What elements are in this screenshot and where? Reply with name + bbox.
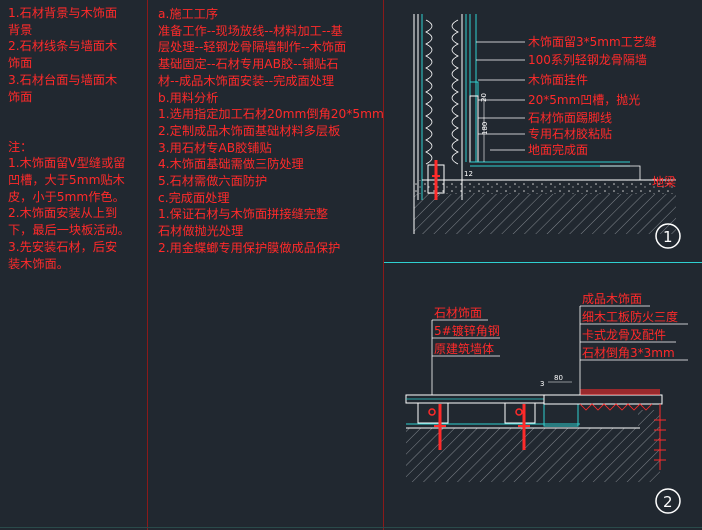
divider-col1 bbox=[147, 0, 148, 530]
angle-steel-2 bbox=[504, 402, 536, 424]
col2-line: 准备工作--现场放线--材料加工--基 bbox=[158, 23, 343, 38]
col1-line: 皮，小于5mm作色。 bbox=[8, 189, 125, 204]
col1-line: 2.木饰面安装从上到 bbox=[8, 206, 118, 221]
label-groove: 20*5mm凹槽，抛光 bbox=[528, 92, 640, 107]
detail-number-circle bbox=[655, 223, 681, 249]
dim-180: 180 bbox=[481, 122, 489, 135]
col2-line: 4.木饰面基础需做三防处理 bbox=[158, 157, 304, 172]
col1-line: 3.石材台面与墙面木 bbox=[8, 72, 118, 87]
label-ground-beam: 地梁 bbox=[652, 174, 676, 189]
col1-line: 饰面 bbox=[8, 56, 33, 71]
veneer bbox=[580, 389, 660, 395]
dim-12: 12 bbox=[464, 170, 473, 178]
col1-line: 注： bbox=[8, 139, 33, 154]
col2-line: 3.用石材专AB胶铺贴 bbox=[158, 140, 272, 155]
process-column: a.施工工序准备工作--现场放线--材料加工--基层处理--轻钢龙骨隔墙制作--… bbox=[148, 0, 384, 530]
col1-line: 1.石材背景与木饰面 bbox=[8, 6, 118, 20]
label-wood-finish: 成品木饰面 bbox=[582, 292, 642, 306]
col1-line: 背景 bbox=[8, 22, 33, 37]
col1-line: 2.石材线条与墙面木 bbox=[8, 39, 118, 54]
col1-line: 1.木饰面留V型缝或留 bbox=[8, 156, 126, 171]
label-angle-steel: 5#镀锌角钢 bbox=[434, 324, 500, 338]
col1-line: 3.先安装石材，后安 bbox=[8, 239, 118, 254]
col2-line: 2.用金蝶螂专用保护膜做成品保护 bbox=[158, 240, 341, 255]
col2-line: c.完成面处理 bbox=[158, 190, 230, 205]
label-keel: 卡式龙骨及配件 bbox=[582, 328, 666, 342]
col2-line: 2.定制成品木饰面基础材料多层板 bbox=[158, 123, 341, 138]
col2-line: 石材做抛光处理 bbox=[158, 224, 244, 239]
col1-line: 凹槽，大于5mm贴木 bbox=[8, 173, 125, 188]
detail-number-2: 2 bbox=[663, 493, 673, 511]
dim-20: 20 bbox=[480, 93, 488, 102]
detail-1: 180 12 20 木饰面留3*5mm工艺缝 100系列轻钢龙骨隔墙 木饰面挂件… bbox=[413, 14, 681, 249]
detail-number-circle-2 bbox=[655, 488, 681, 514]
angle-steel-1 bbox=[417, 402, 449, 424]
dim-80: 80 bbox=[554, 374, 563, 382]
label-craft-seam: 木饰面留3*5mm工艺缝 bbox=[528, 34, 657, 49]
col2-line: 5.石材需做六面防护 bbox=[158, 174, 268, 189]
skirting bbox=[469, 95, 479, 163]
col1-line: 下，最后一块板活动。 bbox=[8, 223, 130, 238]
ground-hatch bbox=[406, 428, 638, 482]
label-floor-finish: 地面完成面 bbox=[528, 142, 588, 157]
label-chamfer: 石材倒角3*3mm bbox=[582, 346, 675, 360]
divider-details bbox=[384, 262, 702, 263]
dim-3: 3 bbox=[540, 380, 544, 388]
process-text: a.施工工序准备工作--现场放线--材料加工--基层处理--轻钢龙骨隔墙制作--… bbox=[158, 6, 384, 257]
detail-number: 1 bbox=[663, 228, 673, 246]
divider-bottom bbox=[0, 527, 702, 528]
label-steel-keel: 100系列轻钢龙骨隔墙 bbox=[528, 53, 647, 67]
label-blockboard: 细木工板防火三度 bbox=[582, 309, 678, 324]
insulation bbox=[425, 19, 433, 165]
screed-dots bbox=[414, 180, 676, 194]
col2-line: 层处理--轻钢龙骨隔墙制作--木饰面 bbox=[158, 40, 347, 55]
label-glue: 专用石材胶粘贴 bbox=[528, 126, 612, 141]
col2-line: 材--成品木饰面安装--完成面处理 bbox=[158, 73, 335, 88]
floor-hatch bbox=[414, 194, 676, 234]
col1-line: 装木饰面。 bbox=[8, 256, 69, 271]
label-hanger: 木饰面挂件 bbox=[528, 73, 588, 87]
wood-board bbox=[543, 403, 579, 427]
detail-2: 80 3 石材饰面 5#镀锌角钢 原建筑墙体 成品木饰面 细木工板防火三度 卡式… bbox=[405, 292, 688, 514]
col2-line: 1.选用指定加工石材20mm倒角20*5mm bbox=[158, 107, 384, 122]
hanger bbox=[469, 81, 479, 97]
col2-line: 基础固定--石材专用AB胶--铺贴石 bbox=[158, 57, 339, 72]
label-stone-finish: 石材饰面 bbox=[434, 306, 482, 320]
col2-line: b.用料分析 bbox=[158, 90, 219, 105]
label-original-wall: 原建筑墙体 bbox=[434, 341, 494, 356]
col2-line: a.施工工序 bbox=[158, 7, 219, 21]
wood-panel bbox=[543, 394, 663, 405]
col1-line: 饰面 bbox=[8, 89, 33, 104]
divider-col2 bbox=[383, 0, 384, 530]
col2-line: 1.保证石材与木饰面拼接缝完整 bbox=[158, 207, 329, 222]
label-skirting: 石材饰面踢脚线 bbox=[528, 110, 612, 125]
